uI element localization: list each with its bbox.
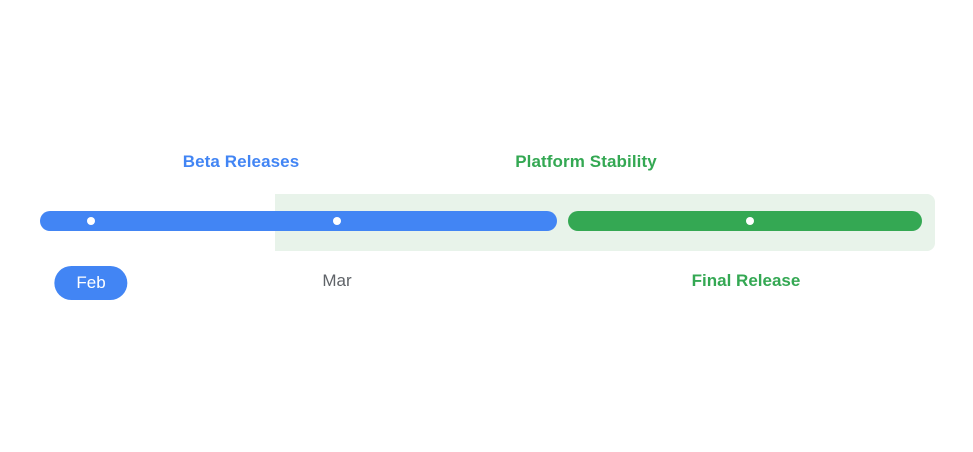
month-pill-feb[interactable]: Feb — [54, 266, 128, 300]
track-segment-beta-releases[interactable] — [40, 211, 557, 231]
milestone-dot-mar[interactable] — [333, 217, 341, 225]
milestone-dot-final-release[interactable] — [746, 217, 754, 225]
month-label-mar[interactable]: Mar — [322, 271, 352, 290]
phase-label-platform-stability: Platform Stability — [515, 152, 657, 171]
milestone-dot-feb[interactable] — [87, 217, 95, 225]
phase-label-beta-releases: Beta Releases — [182, 152, 300, 171]
milestone-label-final-release[interactable]: Final Release — [691, 271, 801, 290]
track-segment-platform-stability[interactable] — [568, 211, 922, 231]
